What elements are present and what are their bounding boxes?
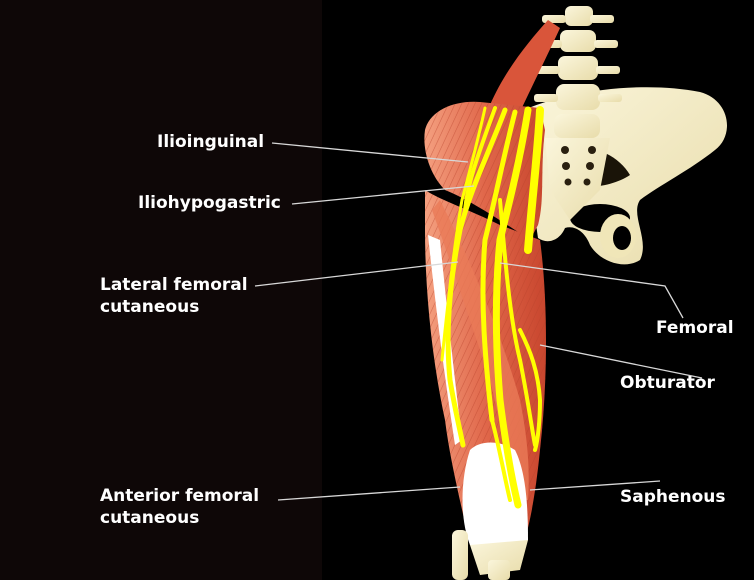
- dark-left-panel: [0, 0, 322, 580]
- psoas-muscle: [490, 20, 560, 112]
- label-ilioinguinal: Ilioinguinal: [157, 132, 265, 152]
- label-line: Anterior femoral: [100, 486, 260, 506]
- label-iliohypogastric: Iliohypogastric: [138, 193, 281, 213]
- knee-bones: [452, 530, 528, 580]
- label-line: Lateral femoral: [100, 275, 248, 295]
- label-saphenous: Saphenous: [620, 487, 726, 507]
- label-line: cutaneous: [100, 508, 200, 528]
- sacral-foramina: [561, 146, 596, 186]
- label-femoral: Femoral: [656, 318, 734, 338]
- spine: [534, 6, 622, 220]
- label-anterior-femoral-cutaneous: Anterior femoral cutaneous: [100, 485, 259, 529]
- nerve-pathways: [440, 106, 544, 509]
- label-line: cutaneous: [100, 297, 200, 317]
- label-lateral-femoral-cutaneous: Lateral femoral cutaneous: [100, 274, 248, 318]
- label-obturator: Obturator: [620, 373, 715, 393]
- leader-lines: [254, 142, 703, 501]
